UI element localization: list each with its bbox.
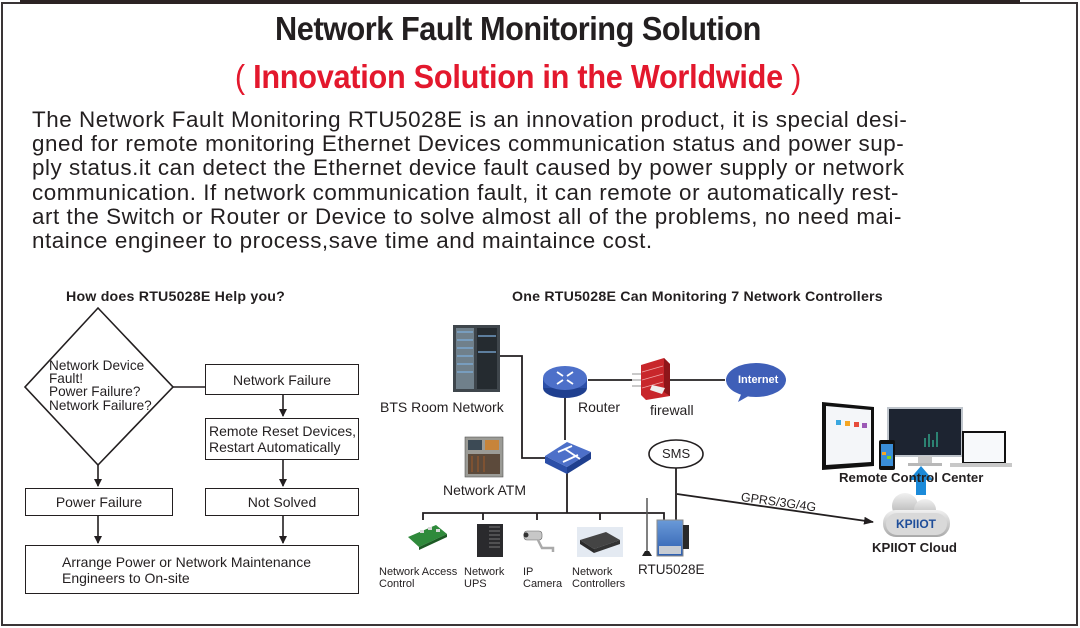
power-failure-box: Power Failure [25,488,173,516]
bts-to-switch-link [500,355,548,459]
arrange-engineers-box: Arrange Power or Network Maintenance Eng… [25,545,359,594]
remote-reset-line: Remote Reset Devices, [209,423,357,439]
decision-line: Network Failure? [49,397,152,413]
sms-label: SMS [662,446,691,461]
device-label-line: IP [523,566,534,578]
subtitle-text: Innovation Solution in the Worldwide [253,58,783,95]
device-label-line: Camera [523,578,563,590]
device-bus [422,512,665,520]
ip-camera-icon [523,530,555,552]
sms-bubble [648,439,704,469]
rtu5028e-device-icon [642,498,689,557]
page-subtitle: ( Innovation Solution in the Worldwide ) [36,58,999,96]
remote-reset-line: Restart Automatically [209,439,341,455]
intro-line: art the Switch or Router or Device to so… [32,203,903,229]
bts-rack-icon [453,325,500,392]
decision-text: Network Device Fault! Power Failure? Net… [49,359,152,412]
power-failure-label: Power Failure [55,494,143,510]
device-label-line: Network [464,566,505,578]
device-label: Network Controllers [572,566,625,590]
router-label: Router [578,399,621,415]
arrange-line: Engineers to On-site [62,569,190,586]
network-links [422,355,874,525]
switch-icon [545,442,591,474]
internet-cloud-icon [726,363,786,402]
not-solved-label: Not Solved [247,494,317,510]
device-label: IP Camera [523,566,562,590]
device-label-line: Network Access [379,566,458,578]
firewall-icon [632,358,670,400]
bts-room-label: BTS Room Network [380,399,504,415]
network-failure-box: Network Failure [205,364,359,395]
network-diagram-title: One RTU5028E Can Monitoring 7 Network Co… [512,289,883,305]
decision-line: Power Failure? [49,384,141,400]
intro-line: ntaince engineer to process,save time an… [32,228,653,254]
intro-line: gned for remote monitoring Ethernet Devi… [32,131,905,157]
intro-line: communication. If network communication … [32,179,899,205]
atm-icon [464,436,504,478]
device-label: Network Access Control [379,566,457,590]
page-title: Network Fault Monitoring Solution [275,10,761,47]
device-label-line: Network [572,566,613,578]
upload-arrow-icon [909,466,933,495]
remote-reset-box: Remote Reset Devices, Restart Automatica… [205,418,359,460]
network-controller-icon [577,527,623,557]
top-bar [20,0,1020,4]
rtu5028e-label: RTU5028E [638,562,705,577]
flowchart-title: How does RTU5028E Help you? [66,289,286,305]
arrange-line: Arrange Power or Network Maintenance [62,553,312,570]
decision-line: Fault! [49,371,83,387]
intro-line: ply status.it can detect the Ethernet de… [32,155,905,181]
not-solved-box: Not Solved [205,488,359,516]
internet-label: Internet [738,374,779,386]
kpiiot-cloud-icon [883,493,950,537]
router-icon [543,366,587,398]
device-label-line: Controllers [572,578,626,590]
device-label-line: Control [379,578,415,590]
intro-paragraph: The Network Fault Monitoring RTU5028E is… [32,107,1042,254]
access-control-board-icon [408,525,447,550]
intro-line: The Network Fault Monitoring RTU5028E is… [32,107,908,132]
remote-control-center-icon [822,402,1012,470]
device-label-line: UPS [464,578,487,590]
kpiiot-logo-text: KPIIOT [896,517,937,531]
remote-control-center-label: Remote Control Center [839,470,984,485]
kpiiot-cloud-label: KPIIOT Cloud [872,540,957,555]
network-atm-label: Network ATM [443,482,526,498]
firewall-label: firewall [650,402,694,418]
decision-line: Network Device [49,358,145,373]
ups-cabinet-icon [477,524,503,557]
device-label: Network UPS [464,566,504,590]
subtitle-close-paren: ) [791,58,802,95]
gprs-link-arrow [676,493,874,525]
network-failure-label: Network Failure [232,371,332,388]
subtitle-open-paren: ( [234,58,245,95]
